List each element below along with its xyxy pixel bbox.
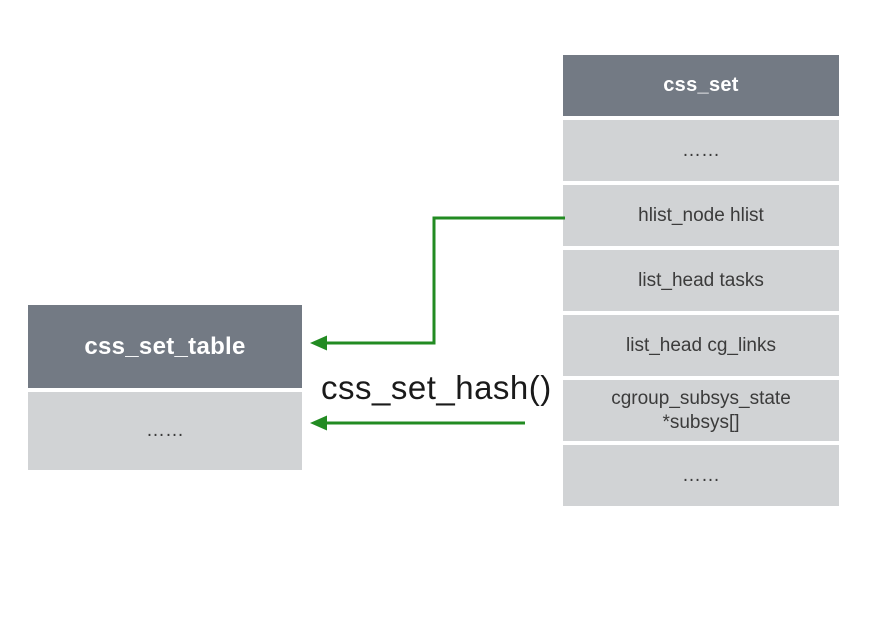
hlist-to-table-arrowhead-icon [310, 335, 327, 351]
struct-field-row-tasks: list_head tasks [563, 250, 839, 311]
css-set-table-row-ellipsis: …… [28, 392, 302, 470]
css-set-struct-title: css_set [563, 55, 839, 116]
struct-field-row-subsys: cgroup_subsys_state *subsys[] [563, 380, 839, 441]
struct-field-row-hlist: hlist_node hlist [563, 185, 839, 246]
struct-field-row-ellipsis-bottom: …… [563, 445, 839, 506]
css-set-table-struct: css_set_table …… [28, 305, 302, 470]
css-set-struct-table: css_set …… hlist_node hlist list_head ta… [563, 55, 839, 506]
hlist-to-table-arrow-line [326, 216, 565, 345]
struct-field-row-ellipsis-top: …… [563, 120, 839, 181]
css-set-table-title: css_set_table [28, 305, 302, 388]
hash-function-label: css_set_hash() [321, 369, 552, 406]
hash-arrowhead-icon [310, 415, 327, 431]
struct-field-row-cg-links: list_head cg_links [563, 315, 839, 376]
